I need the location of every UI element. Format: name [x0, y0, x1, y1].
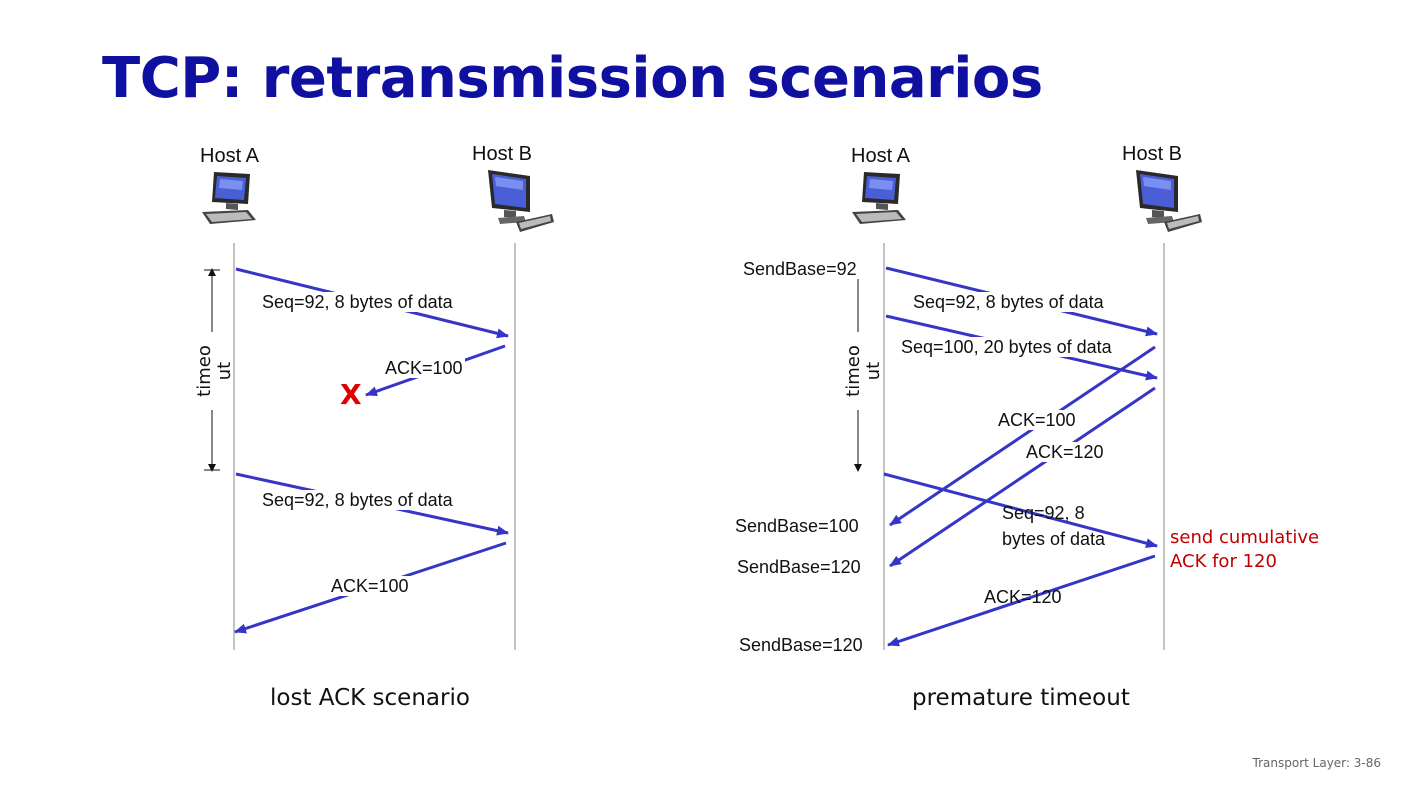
slide-footer: Transport Layer: 3-86 — [1252, 756, 1381, 770]
timeout-label: timeo ut — [194, 345, 235, 397]
right-ack3-arrow — [887, 554, 1156, 647]
left-caption: lost ACK scenario — [270, 685, 470, 711]
right-msg2-label: Seq=100, 20 bytes of data — [899, 337, 1114, 357]
right-msg1-label: Seq=92, 8 bytes of data — [911, 292, 1106, 312]
right-ack1-arrow — [889, 345, 1156, 527]
lost-packet-marker: X — [340, 378, 362, 411]
cumulative-ack-note: send cumulative ACK for 120 — [1170, 527, 1320, 572]
right-caption: premature timeout — [912, 685, 1130, 711]
host-b-label: Host B — [472, 143, 533, 165]
right-ack2-label: ACK=120 — [1024, 442, 1106, 462]
left-ack1-label: ACK=100 — [383, 358, 465, 378]
slide-title: TCP: retransmission scenarios — [102, 46, 1043, 111]
right-ack2-arrow — [889, 386, 1156, 568]
sendbase-label: SendBase=100 — [733, 516, 861, 536]
left-ack2-label: ACK=100 — [329, 576, 411, 596]
desktop-computer-icon — [852, 172, 906, 224]
desktop-computer-icon — [202, 172, 256, 224]
right-ack1-label: ACK=100 — [996, 410, 1078, 430]
right-ack3-label: ACK=120 — [984, 587, 1062, 607]
left-msg2-label: Seq=92, 8 bytes of data — [260, 490, 455, 510]
desktop-computer-icon — [1136, 170, 1202, 232]
host-a-label: Host A — [851, 145, 910, 167]
host-a-label: Host A — [200, 145, 259, 167]
sendbase-label: SendBase=92 — [741, 259, 859, 279]
left-msg1-label: Seq=92, 8 bytes of data — [260, 292, 455, 312]
sendbase-label: SendBase=120 — [737, 635, 865, 655]
desktop-computer-icon — [488, 170, 554, 232]
right-msg3-arrow — [883, 472, 1158, 549]
timeout-label: timeo ut — [843, 345, 884, 397]
host-b-label: Host B — [1122, 143, 1183, 165]
sendbase-label: SendBase=120 — [735, 557, 863, 577]
right-msg3-label: Seq=92, 8 bytes of data — [1002, 503, 1106, 549]
